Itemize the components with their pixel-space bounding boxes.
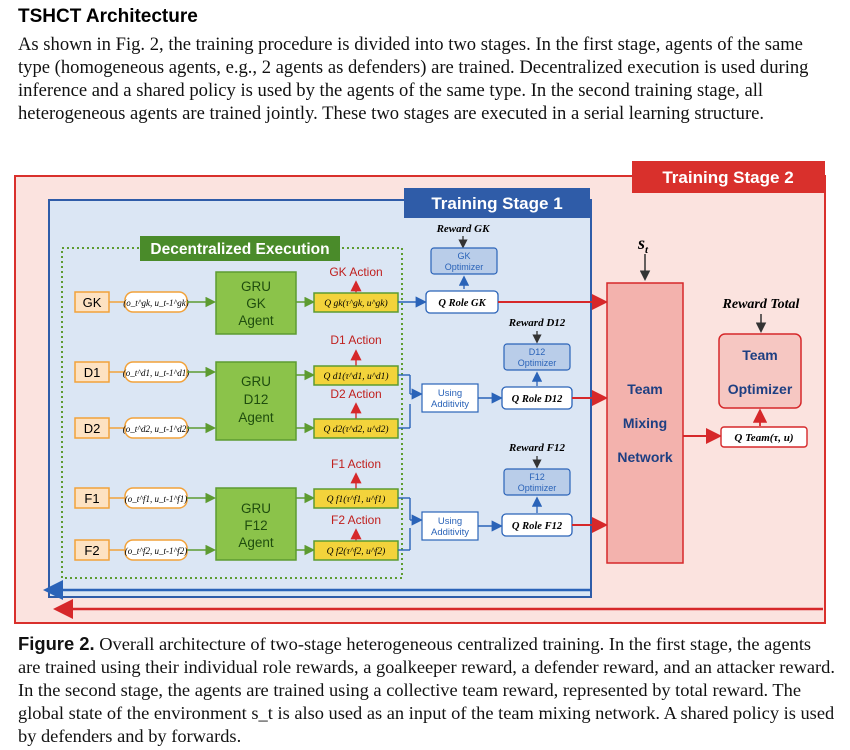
svg-text:D12: D12 (244, 392, 269, 407)
architecture-diagram: Training Stage 2 Training Stage 1 Decent… (14, 161, 826, 624)
q-role-f12: Q Role F12 (501, 513, 573, 537)
reward-total: Reward Total (722, 297, 800, 333)
gru-to-q-arrows (296, 296, 315, 556)
svg-text:GK: GK (246, 296, 266, 311)
svg-text:GRU: GRU (241, 501, 271, 516)
q-agent-gk: Q gk(τ^gk, u^gk) (324, 298, 387, 309)
optimizer-d12: D12 Optimizer (503, 343, 571, 371)
svg-text:Reward D12: Reward D12 (508, 317, 566, 329)
agent-label-f1: F1 (84, 491, 99, 506)
q-team: Q Team(τ, u) (720, 426, 808, 448)
optimizer-gk: GK Optimizer (430, 247, 498, 275)
stage1-title-box (404, 188, 590, 218)
svg-text:Q Role GK: Q Role GK (438, 298, 486, 309)
svg-text:GRU: GRU (241, 374, 271, 389)
svg-text:Optimizer: Optimizer (445, 262, 484, 272)
body-paragraph: As shown in Fig. 2, the training procedu… (18, 34, 809, 124)
svg-text:Agent: Agent (238, 313, 274, 328)
obs-to-gru-arrows (187, 296, 216, 556)
decentralized-title-box (140, 236, 340, 261)
agent-label-f2: F2 (84, 543, 99, 558)
observation-boxes: (o_t^gk, u_t-1^gk) (o_t^d1, u_t-1^d1) (o… (109, 291, 190, 561)
q-agent-d1: Q d1(τ^d1, u^d1) (324, 371, 389, 382)
svg-text:Reward F12: Reward F12 (508, 442, 565, 454)
observation-f1: (o_t^f1, u_t-1^f1) (125, 494, 188, 504)
additivity-to-role-arrows (478, 392, 503, 532)
agent-label-gk: GK (83, 295, 102, 310)
action-gk: GK Action (329, 265, 382, 279)
svg-text:Using: Using (438, 388, 462, 399)
svg-text:Mixing: Mixing (623, 415, 667, 431)
stage2-title-box (632, 161, 825, 193)
observation-gk: (o_t^gk, u_t-1^gk) (123, 298, 189, 308)
svg-text:Reward Total: Reward Total (722, 297, 800, 312)
svg-text:Additivity: Additivity (431, 399, 469, 410)
svg-text:Team: Team (627, 381, 663, 397)
action-f2: F2 Action (331, 513, 381, 527)
svg-text:F12: F12 (244, 518, 267, 533)
reward-d12: Reward D12 (508, 317, 566, 344)
q-role-gk: Q Role GK (425, 290, 499, 314)
q-agent-f2: Q f2(τ^f2, u^f2) (327, 546, 386, 557)
observation-d2: (o_t^d2, u_t-1^d2) (123, 424, 190, 434)
svg-text:Q Role F12: Q Role F12 (512, 521, 563, 532)
svg-text:D12: D12 (529, 347, 546, 357)
q-to-role-arrows (398, 296, 427, 551)
q-agent-d2: Q d2(τ^d2, u^d2) (324, 424, 389, 435)
team-mixing-network: Team Mixing Network (606, 282, 684, 564)
q-agent-boxes: Q gk(τ^gk, u^gk) Q d1(τ^d1, u^d1) Q d2(τ… (313, 292, 399, 561)
svg-text:F12: F12 (529, 472, 545, 482)
q-role-d12: Q Role D12 (501, 386, 573, 410)
svg-text:Agent: Agent (238, 535, 274, 550)
gru-agent-f12: GRU F12 Agent (215, 487, 297, 561)
figure-label: Figure 2. (18, 633, 95, 654)
optimizer-f12: F12 Optimizer (503, 468, 571, 496)
q-agent-f1: Q f1(τ^f1, u^f1) (327, 494, 386, 505)
decentralized-title: Decentralized Execution (150, 241, 329, 258)
action-labels: GK Action D1 Action D2 Action F1 Action … (329, 265, 382, 527)
using-additivity-d12: Using Additivity (421, 383, 479, 413)
team-optimizer: Team Optimizer (718, 333, 802, 409)
svg-text:Optimizer: Optimizer (518, 358, 557, 368)
svg-text:Additivity: Additivity (431, 527, 469, 538)
role-to-mixing-arrows (498, 294, 608, 533)
agent-label-d1: D1 (84, 365, 101, 380)
stage1-title: Training Stage 1 (431, 194, 562, 213)
observation-f2: (o_t^f2, u_t-1^f2) (125, 546, 188, 556)
gru-agent-gk: GRU GK Agent (215, 271, 297, 335)
action-f1: F1 Action (331, 457, 381, 471)
reward-gk: Reward GK (436, 223, 491, 249)
action-d2: D2 Action (330, 387, 381, 401)
svg-text:GK: GK (457, 251, 470, 261)
svg-text:Using: Using (438, 516, 462, 527)
svg-text:GRU: GRU (241, 279, 271, 294)
svg-text:Q Role D12: Q Role D12 (512, 394, 563, 405)
svg-text:Reward GK: Reward GK (436, 223, 491, 235)
stage2-title: Training Stage 2 (662, 168, 793, 187)
svg-text:Network: Network (617, 449, 672, 465)
figure-caption: Figure 2. Overall architecture of two-st… (18, 632, 838, 748)
figure-caption-text: Overall architecture of two-stage hetero… (18, 634, 835, 746)
svg-text:Optimizer: Optimizer (518, 483, 557, 493)
action-d1: D1 Action (330, 333, 381, 347)
svg-text:Q Team(τ, u): Q Team(τ, u) (734, 432, 793, 444)
observation-d1: (o_t^d1, u_t-1^d1) (123, 368, 190, 378)
agent-label-d2: D2 (84, 421, 101, 436)
svg-text:Optimizer: Optimizer (728, 381, 793, 397)
reward-f12: Reward F12 (508, 442, 565, 469)
svg-text:Agent: Agent (238, 410, 274, 425)
svg-text:Team: Team (742, 347, 778, 363)
gru-agent-d12: GRU D12 Agent (215, 361, 297, 441)
section-heading: TSHCT Architecture (18, 6, 198, 27)
using-additivity-f12: Using Additivity (421, 511, 479, 541)
